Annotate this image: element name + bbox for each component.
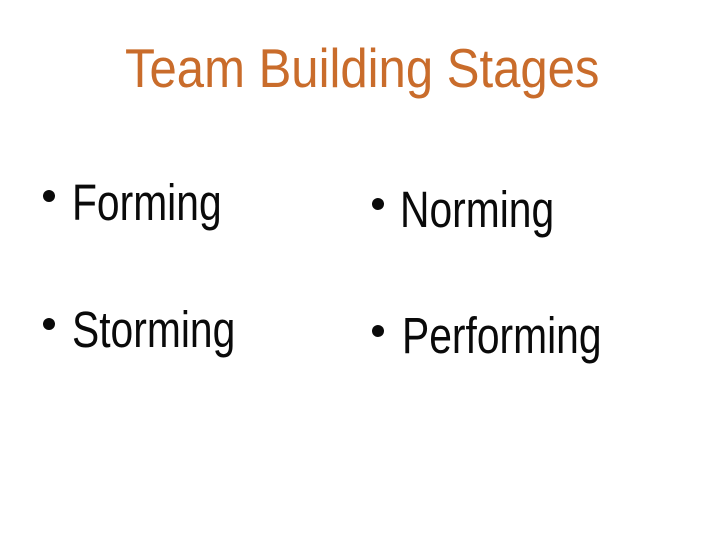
bullet-icon bbox=[372, 325, 384, 337]
slide-title: Team Building Stages bbox=[125, 38, 600, 99]
bullet-label-forming: Forming bbox=[72, 174, 222, 231]
bullet-label-storming: Storming bbox=[72, 301, 236, 358]
bullet-icon bbox=[43, 190, 55, 202]
bullet-label-performing: Performing bbox=[402, 307, 602, 364]
bullet-icon bbox=[43, 318, 55, 330]
bullet-icon bbox=[372, 198, 384, 210]
bullet-label-norming: Norming bbox=[400, 181, 555, 238]
